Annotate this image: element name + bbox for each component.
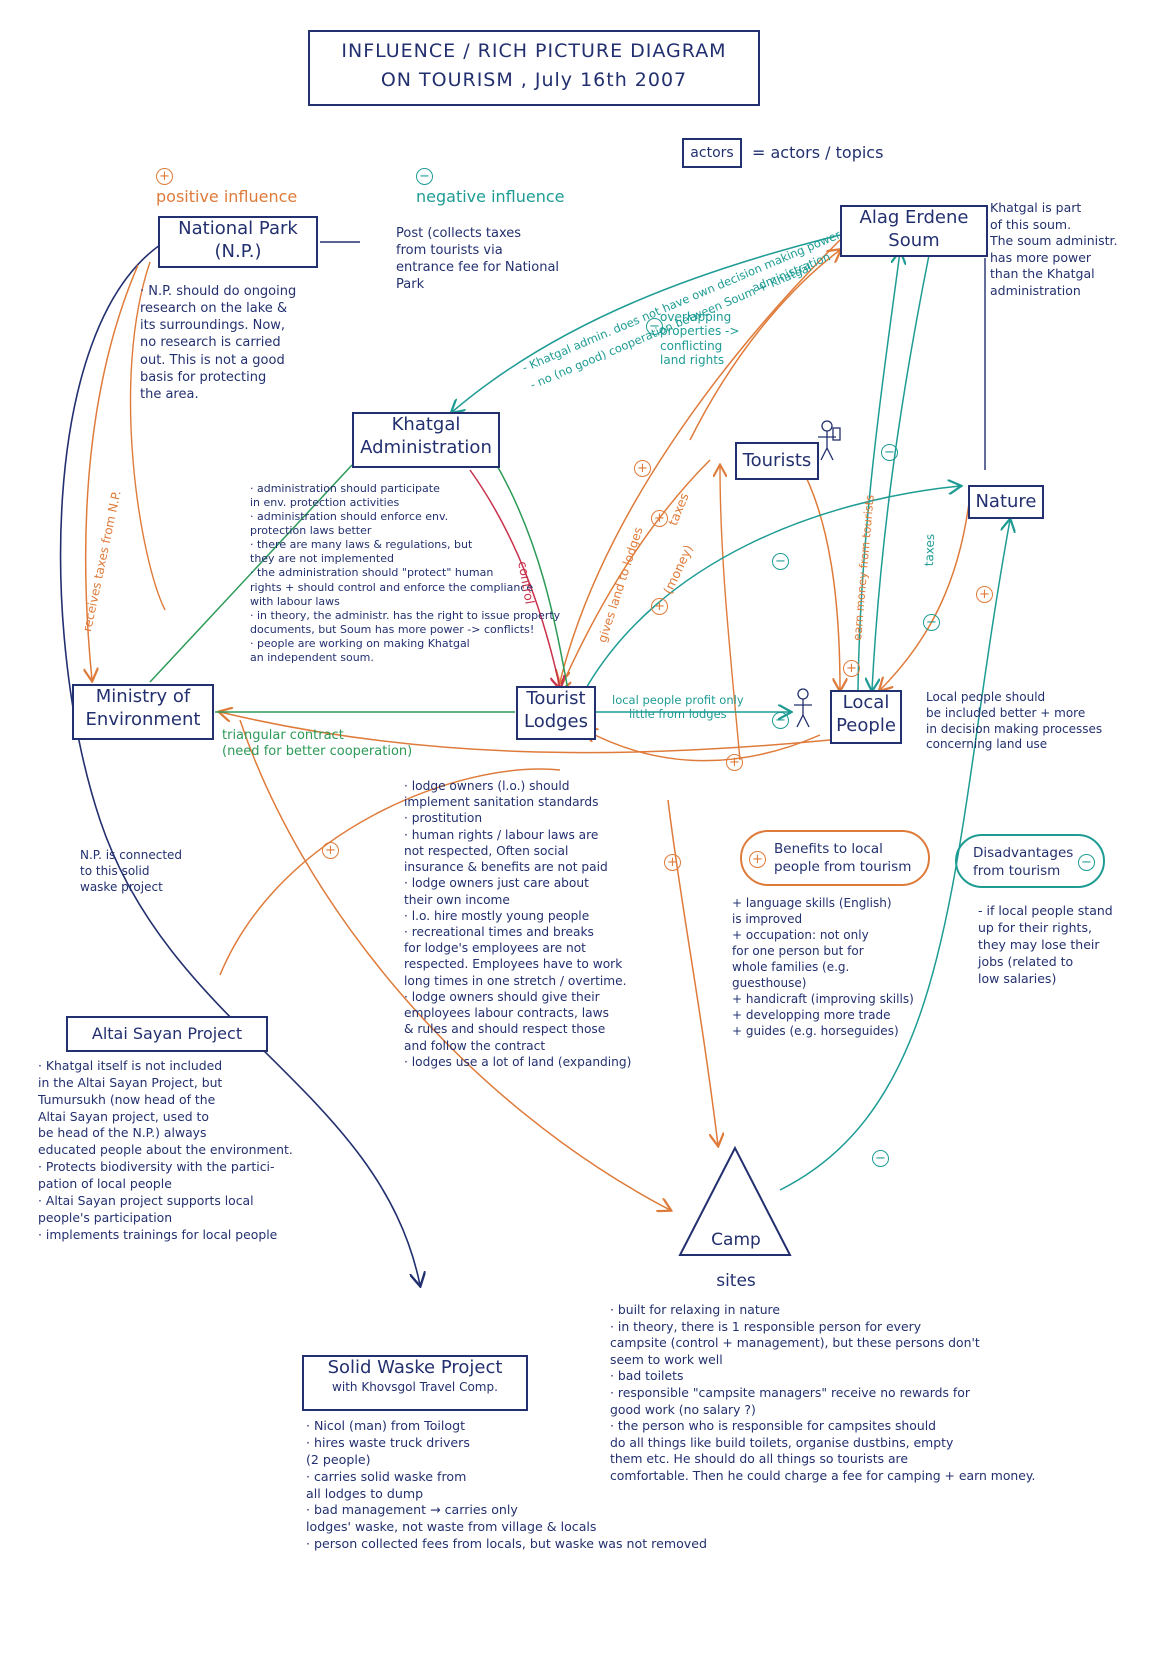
actor-camp-sites: Camp sites	[704, 1210, 768, 1292]
alag-erdene-line1: Alag Erdene	[859, 207, 969, 228]
tourists-to-local-arrow	[799, 464, 840, 690]
actor-alag-erdene-soum: Alag Erdene Soum	[840, 205, 988, 257]
plus-circle-icon: +	[322, 842, 339, 859]
minus-circle-icon: −	[872, 1150, 889, 1167]
label-overlapping: overlapping properties -> conflicting la…	[660, 310, 740, 368]
benefits-oval: + Benefits to local people from tourism	[740, 830, 930, 886]
local-figure-icon	[794, 688, 812, 728]
diagram-title: INFLUENCE / RICH PICTURE DIAGRAM ON TOUR…	[308, 30, 760, 106]
note-soum-power: Khatgal is part of this soum. The soum a…	[990, 200, 1118, 298]
plus-circle-icon: +	[976, 586, 993, 603]
national-park-line2: (N.P.)	[214, 240, 262, 262]
khatgal-line2: Administration	[360, 436, 492, 458]
label-taxes-soum: taxes	[922, 533, 938, 567]
label-gives-land: gives land to lodges	[595, 525, 646, 645]
note-np-research: · N.P. should do ongoing research on the…	[140, 284, 297, 402]
altai-line1: Altai Sayan Project	[91, 1024, 243, 1043]
disadvantages-title: Disadvantages from tourism	[973, 845, 1074, 880]
solid-waste-line1: Solid Waske Project	[327, 1357, 503, 1378]
note-benefits-list: + language skills (English) is improved …	[732, 896, 914, 1038]
label-earn-money: earn money from tourists	[850, 494, 877, 642]
minus-circle-icon: −	[772, 712, 789, 729]
plus-circle-icon: +	[634, 460, 651, 477]
actor-national-park: National Park (N.P.)	[158, 216, 318, 268]
disadvantages-oval: Disadvantages from tourism −	[955, 834, 1105, 888]
minus-circle-icon: −	[646, 318, 663, 335]
label-money: (money)	[660, 542, 696, 597]
benefits-title: Benefits to local people from tourism	[774, 841, 912, 876]
minus-circle-icon: −	[923, 614, 940, 631]
plus-circle-icon: +	[749, 851, 766, 868]
minus-circle-icon: −	[416, 168, 433, 186]
nature-to-local-arrow	[880, 494, 971, 690]
camp-line1: Camp	[711, 1230, 761, 1251]
legend-positive: + positive influence	[156, 144, 297, 207]
actor-khatgal-administration: Khatgal Administration	[352, 412, 500, 468]
actor-tourist-lodges: Tourist Lodges	[516, 686, 596, 740]
lodges-to-camp-arrow	[667, 799, 718, 1145]
alag-erdene-line2: Soum	[888, 229, 940, 251]
label-triangular-contract: triangular contract (need for better coo…	[222, 728, 413, 760]
lodges-line1: Tourist	[526, 688, 586, 709]
ministry-line1: Ministry of	[95, 686, 191, 707]
plus-circle-icon: +	[651, 510, 668, 527]
actor-ministry-of-environment: Ministry of Environment	[72, 684, 214, 740]
actor-nature: Nature	[968, 485, 1044, 519]
note-lodges: · lodge owners (l.o.) should implement s…	[404, 779, 632, 1069]
title-line-2: ON TOURISM , July 16th 2007	[380, 69, 688, 92]
lodges-line2: Lodges	[523, 710, 589, 732]
actor-tourists: Tourists	[735, 442, 819, 480]
note-local-people: Local people should be included better +…	[926, 690, 1103, 752]
plus-circle-icon: +	[664, 854, 681, 871]
local-people-line1: Local	[842, 692, 890, 713]
label-receives-taxes: receives taxes from N.P.	[80, 489, 124, 633]
soum-to-local-arrow	[872, 249, 931, 690]
ministry-line2: Environment	[85, 708, 201, 730]
note-np-connected: N.P. is connected to this solid waske pr…	[80, 848, 183, 894]
local-people-line2: People	[836, 714, 896, 736]
local-lodges-curve	[585, 730, 821, 762]
plus-circle-icon: +	[651, 598, 668, 615]
note-post: Post (collects taxes from tourists via e…	[396, 226, 560, 293]
note-khatgal: · administration should participate in e…	[250, 482, 561, 664]
plus-circle-icon: +	[843, 660, 860, 677]
actor-local-people: Local People	[830, 690, 902, 744]
solid-waste-line2: with Khovsgol Travel Comp.	[332, 1379, 498, 1394]
khatgal-line1: Khatgal	[391, 414, 461, 435]
lodges-to-nature-arrow	[584, 486, 960, 691]
note-camp-sites: · built for relaxing in nature · in theo…	[610, 1302, 1036, 1484]
note-solid-waste: · Nicol (man) from Toilogt · hires waste…	[306, 1418, 707, 1552]
camp-line2: sites	[716, 1271, 756, 1292]
note-altai: · Khatgal itself is not included in the …	[38, 1058, 293, 1242]
legend-actors-label: = actors / topics	[752, 143, 884, 162]
label-lodge-profit: local people profit only little from lod…	[612, 693, 744, 722]
tourists-line1: Tourists	[742, 450, 812, 471]
plus-circle-icon: +	[156, 168, 173, 186]
minus-circle-icon: −	[772, 553, 789, 570]
tourist-figure-icon	[818, 420, 841, 461]
legend-positive-label: positive influence	[156, 187, 298, 207]
label-taxes-tourists: taxes	[665, 490, 692, 528]
legend-actors-box: actors	[682, 138, 742, 168]
minus-circle-icon: −	[881, 444, 898, 461]
nature-line1: Nature	[975, 491, 1037, 512]
actor-solid-waste-project: Solid Waske Project with Khovsgol Travel…	[302, 1355, 528, 1411]
national-park-line1: National Park	[178, 218, 298, 239]
title-line-1: INFLUENCE / RICH PICTURE DIAGRAM	[341, 40, 727, 62]
legend-negative: − negative influence	[416, 144, 565, 207]
actor-altai-sayan-project: Altai Sayan Project	[66, 1016, 268, 1052]
plus-circle-icon: +	[726, 754, 743, 771]
legend-negative-label: negative influence	[416, 187, 565, 207]
minus-circle-icon: −	[1078, 854, 1095, 871]
note-disadvantages-list: - if local people stand up for their rig…	[978, 903, 1113, 986]
